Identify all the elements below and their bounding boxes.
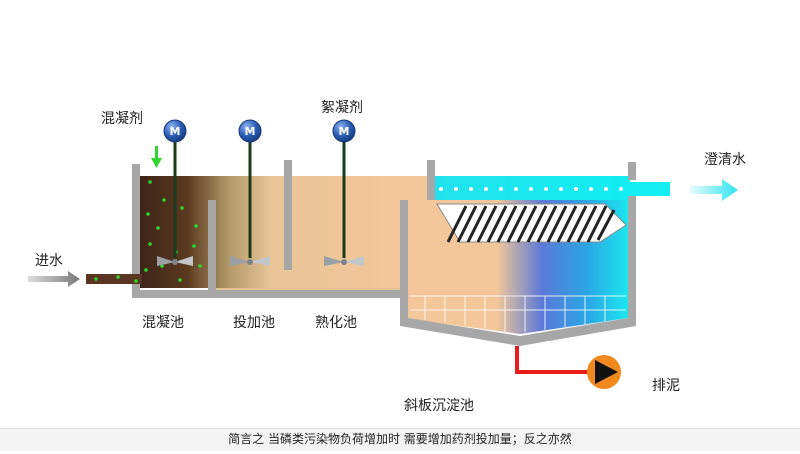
tank-walls — [132, 160, 636, 346]
motor-symbol: M — [170, 125, 181, 138]
motor-icon: M — [163, 119, 187, 143]
caption-bar — [0, 428, 800, 451]
motor-symbol: M — [339, 125, 350, 138]
motor-icon: M — [238, 119, 262, 143]
mixer-impeller-icon — [157, 256, 193, 266]
tank-coagulation-label: 混凝池 — [142, 315, 184, 331]
caption-text: 简言之 当磷类污染物负荷增加时 需要增加药剂投加量；反之亦然 — [228, 432, 572, 446]
mixer-shafts — [173, 140, 346, 258]
tank-dosing-label: 投加池 — [233, 315, 275, 331]
mixer-impeller-icon — [230, 256, 270, 266]
motor-icon: M — [332, 119, 356, 143]
arrow-down-icon — [151, 146, 162, 168]
arrow-right-icon — [690, 179, 738, 201]
clear-water-outlet-pipe — [628, 182, 670, 196]
tank-liquid-left — [140, 176, 402, 288]
inlet-label: 进水 — [35, 253, 63, 269]
settler-grid — [410, 295, 626, 332]
sludge-discharge-label: 排泥 — [652, 378, 680, 394]
inlet-pipe — [86, 274, 142, 284]
pump-icon — [587, 355, 621, 389]
tank-maturation-label: 熟化池 — [315, 315, 357, 331]
tank-settler-label: 斜板沉淀池 — [404, 398, 474, 414]
inlet-arrow-icon — [28, 271, 80, 287]
motor-symbol: M — [245, 125, 256, 138]
coagulant-particles — [94, 180, 202, 283]
sludge-discharge-pipe — [515, 346, 588, 374]
clear-water-bubbles — [439, 187, 623, 191]
mixer-impeller-icon — [324, 256, 364, 266]
coagulant-label: 混凝剂 — [101, 111, 143, 127]
inclined-plates — [436, 203, 627, 243]
clear-water-label: 澄清水 — [704, 152, 746, 168]
flocculant-label: 絮凝剂 — [321, 100, 363, 116]
